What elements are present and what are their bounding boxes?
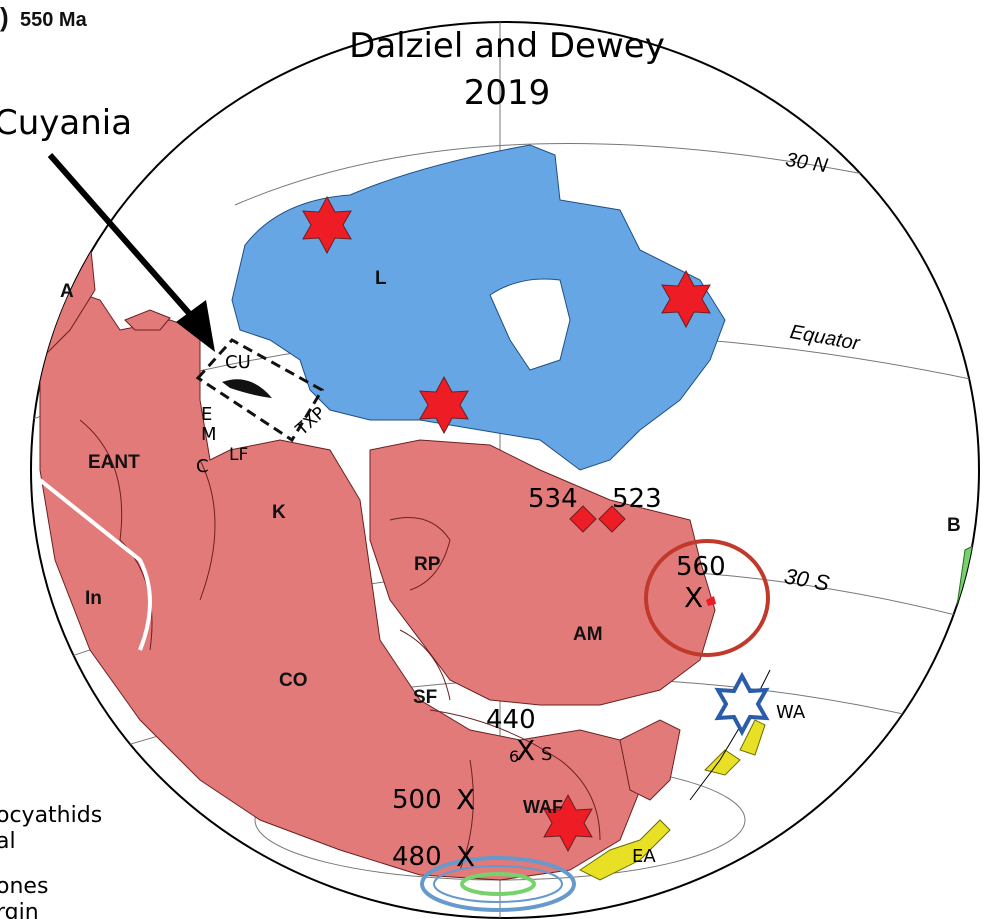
- pole-x-marker-440: X: [516, 734, 535, 767]
- cuyania-callout-arrowhead: [176, 300, 215, 352]
- terrane-label-eant: EANT: [88, 452, 140, 473]
- marker-label-6: 6: [509, 747, 519, 766]
- age-label-560: 560: [676, 552, 726, 582]
- red-speck-560: [706, 596, 716, 606]
- diamond-marker-523: [598, 505, 626, 533]
- latitude-line-30n: [234, 143, 941, 206]
- star-marker-laurentia-nw: [302, 195, 352, 255]
- laurentia-landmass: [231, 144, 726, 471]
- cuyania-callout-label: Cuyania: [0, 103, 132, 143]
- terrane-label-wa: WA: [776, 702, 806, 723]
- age-label-534: 534: [528, 484, 578, 514]
- pole-x-marker-560: X: [684, 581, 703, 614]
- terrane-label-k: K: [272, 502, 286, 523]
- terrane-label-cu: CU: [225, 352, 251, 373]
- gondwana-west-landmass: [39, 289, 641, 881]
- pole-ellipse-middle: [433, 865, 563, 903]
- age-label-500: 500: [392, 785, 442, 815]
- northwest-red-fragment: [124, 309, 171, 331]
- legend-item-2: ones: [0, 874, 48, 899]
- terrane-label-c: C: [196, 456, 209, 477]
- laurentia-interior-basin: [489, 278, 571, 371]
- marker-label-s: S: [541, 744, 552, 765]
- terrane-label-e: E: [201, 404, 212, 425]
- cuyania-dashed-box: [195, 338, 325, 443]
- diamond-marker-534: [569, 505, 597, 533]
- yellow-terrane-ea: [579, 819, 671, 881]
- terrane-label-rp: RP: [414, 554, 441, 575]
- terrane-label-waf: WAF: [523, 797, 563, 817]
- gondwana-east-landmass: [369, 439, 716, 706]
- star-marker-laurentia-south: [419, 375, 469, 435]
- rift-channel: [38, 478, 152, 651]
- star-marker-laurentia-east: [661, 269, 711, 329]
- pole-ellipse-inner: [460, 872, 536, 896]
- terrane-label-ea: EA: [632, 846, 656, 867]
- legend-item-1b: al: [0, 829, 16, 854]
- open-star-marker-wa: [714, 671, 770, 737]
- legend-item-1: ocyathids: [0, 803, 102, 828]
- terrane-label-sf: SF: [413, 687, 437, 708]
- cuyania-callout-arrow-line: [47, 153, 198, 322]
- panel-age: 550 Ma: [20, 9, 88, 31]
- age-label-480: 480: [392, 842, 442, 872]
- pole-ellipse-outer: [420, 856, 576, 912]
- gondwana-eastern-terrane: [619, 719, 681, 801]
- terrane-label-lf: LF: [229, 445, 248, 465]
- terrane-label-m: M: [201, 424, 217, 445]
- terrane-label-co: CO: [279, 670, 308, 691]
- pole-x-marker-480: X: [456, 840, 475, 873]
- legend-item-3: rgin: [0, 900, 39, 919]
- age-label-440: 440: [486, 705, 536, 735]
- title-line-1: Dalziel and Dewey: [349, 26, 665, 66]
- star-marker-waf: [543, 793, 593, 853]
- age-label-523: 523: [612, 484, 662, 514]
- terrane-label-l: L: [375, 268, 387, 289]
- panel-letter: ): [0, 2, 9, 32]
- terrane-label-in: In: [85, 588, 102, 609]
- paleomagnetic-circle-560: [644, 539, 770, 657]
- pole-x-marker-500: X: [456, 783, 475, 816]
- title-line-2: 2019: [464, 73, 551, 113]
- terrane-label-a: A: [60, 281, 74, 302]
- yellow-terrane-wa-2: [739, 719, 766, 756]
- terrane-label-b: B: [947, 515, 961, 536]
- cuyania-terrane-shape: [222, 379, 272, 398]
- terrane-label-am: AM: [573, 624, 603, 645]
